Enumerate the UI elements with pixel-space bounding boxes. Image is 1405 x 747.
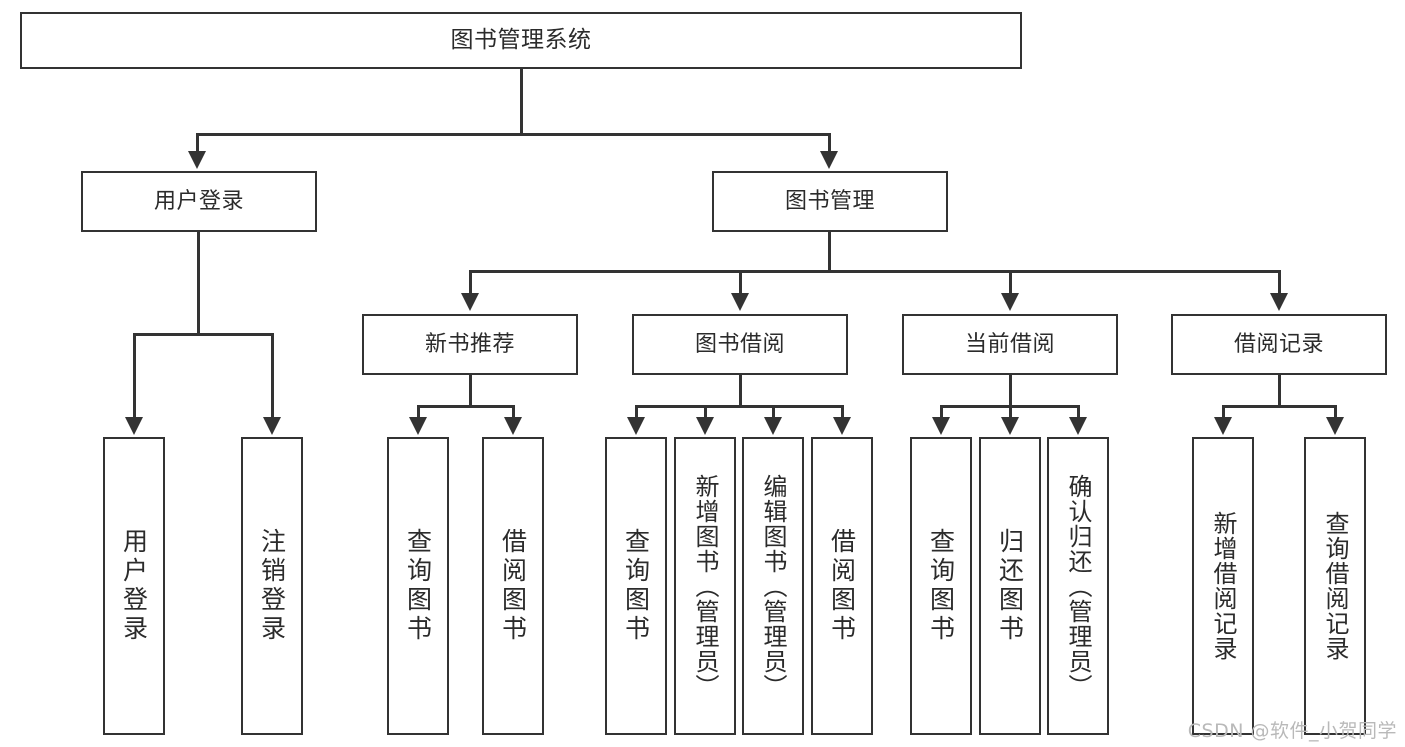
connector-new-book-bus xyxy=(417,405,515,408)
connector-book-mgmt-to-book-borrow xyxy=(739,270,742,295)
connector-book-borrow-to-leaf-1 xyxy=(635,405,638,419)
connector-root-bus xyxy=(196,133,830,136)
leaf-borrow-record-add-record[interactable]: 新增借阅记录 xyxy=(1192,437,1254,735)
arrowhead-root-to-book-mgmt xyxy=(820,151,838,169)
node-book-borrow[interactable]: 图书借阅 xyxy=(632,314,848,375)
connector-book-mgmt-stem xyxy=(828,232,831,273)
arrowhead-book-mgmt-book-borrow xyxy=(731,293,749,311)
leaf-book-borrow-borrow-book[interactable]: 借阅图书 xyxy=(811,437,873,735)
connector-root-stem xyxy=(520,69,523,135)
connector-borrow-record-to-leaf-2 xyxy=(1334,405,1337,419)
node-label: 注销登录 xyxy=(257,528,287,644)
connector-book-borrow-stem xyxy=(739,375,742,408)
node-label: 归还图书 xyxy=(995,528,1025,644)
node-label: 图书管理系统 xyxy=(450,27,592,54)
connector-user-login-to-leaf-2 xyxy=(271,333,274,419)
node-label: 查询图书 xyxy=(926,528,956,644)
connector-new-book-to-leaf-2 xyxy=(512,405,515,419)
connector-current-borrow-to-leaf-3 xyxy=(1077,405,1080,419)
connector-book-mgmt-to-current-borrow xyxy=(1009,270,1012,295)
arrowhead-current-borrow-leaf-3 xyxy=(1069,417,1087,435)
connector-new-book-stem xyxy=(469,375,472,408)
connector-root-to-book-mgmt xyxy=(828,133,831,153)
arrowhead-book-borrow-leaf-3 xyxy=(764,417,782,435)
node-new-book-recommend[interactable]: 新书推荐 xyxy=(362,314,578,375)
connector-book-mgmt-bus xyxy=(469,270,1278,273)
arrowhead-user-login-leaf-2 xyxy=(263,417,281,435)
leaf-current-borrow-confirm-return-admin[interactable]: 确认归还（管理员） xyxy=(1047,437,1109,735)
arrowhead-new-book-leaf-2 xyxy=(504,417,522,435)
connector-book-mgmt-to-new-book xyxy=(469,270,472,295)
arrowhead-book-mgmt-borrow-record xyxy=(1270,293,1288,311)
node-user-login[interactable]: 用户登录 xyxy=(81,171,317,232)
node-label: 借阅图书 xyxy=(827,528,857,644)
connector-book-mgmt-to-borrow-record xyxy=(1278,270,1281,295)
connector-book-borrow-to-leaf-2 xyxy=(704,405,707,419)
connector-user-login-bus xyxy=(133,333,273,336)
node-label: 编辑图书（管理员） xyxy=(759,473,787,699)
connector-current-borrow-to-leaf-1 xyxy=(940,405,943,419)
node-label: 图书管理 xyxy=(784,188,875,214)
node-label: 当前借阅 xyxy=(964,331,1055,357)
arrowhead-current-borrow-leaf-1 xyxy=(932,417,950,435)
connector-borrow-record-to-leaf-1 xyxy=(1222,405,1225,419)
leaf-user-login-login[interactable]: 用户登录 xyxy=(103,437,165,735)
arrowhead-book-mgmt-new-book xyxy=(461,293,479,311)
node-current-borrow[interactable]: 当前借阅 xyxy=(902,314,1118,375)
node-label: 查询图书 xyxy=(403,528,433,644)
arrowhead-new-book-leaf-1 xyxy=(409,417,427,435)
connector-borrow-record-bus xyxy=(1222,405,1337,408)
arrowhead-book-mgmt-current-borrow xyxy=(1001,293,1019,311)
leaf-book-borrow-query-book[interactable]: 查询图书 xyxy=(605,437,667,735)
node-borrow-record[interactable]: 借阅记录 xyxy=(1171,314,1387,375)
leaf-borrow-record-query-record[interactable]: 查询借阅记录 xyxy=(1304,437,1366,735)
node-label: 查询借阅记录 xyxy=(1321,511,1349,661)
node-label: 查询图书 xyxy=(621,528,651,644)
leaf-new-book-query-book[interactable]: 查询图书 xyxy=(387,437,449,735)
connector-root-to-user-login xyxy=(196,133,199,153)
arrowhead-book-borrow-leaf-2 xyxy=(696,417,714,435)
connector-user-login-to-leaf-1 xyxy=(133,333,136,419)
leaf-new-book-borrow-book[interactable]: 借阅图书 xyxy=(482,437,544,735)
connector-user-login-stem xyxy=(197,232,200,336)
connector-book-borrow-bus xyxy=(635,405,843,408)
leaf-book-borrow-add-book-admin[interactable]: 新增图书（管理员） xyxy=(674,437,736,735)
leaf-user-login-logout[interactable]: 注销登录 xyxy=(241,437,303,735)
connector-borrow-record-stem xyxy=(1278,375,1281,408)
node-book-management[interactable]: 图书管理 xyxy=(712,171,948,232)
node-label: 用户登录 xyxy=(153,188,244,214)
leaf-book-borrow-edit-book-admin[interactable]: 编辑图书（管理员） xyxy=(742,437,804,735)
node-label: 确认归还（管理员） xyxy=(1064,473,1092,699)
leaf-current-borrow-return-book[interactable]: 归还图书 xyxy=(979,437,1041,735)
connector-current-borrow-stem xyxy=(1009,375,1012,408)
connector-new-book-to-leaf-1 xyxy=(417,405,420,419)
node-label: 新增图书（管理员） xyxy=(691,473,719,699)
connector-book-borrow-to-leaf-3 xyxy=(772,405,775,419)
connector-current-borrow-to-leaf-2 xyxy=(1009,405,1012,419)
arrowhead-root-to-user-login xyxy=(188,151,206,169)
arrowhead-current-borrow-leaf-2 xyxy=(1001,417,1019,435)
arrowhead-book-borrow-leaf-4 xyxy=(833,417,851,435)
node-label: 借阅记录 xyxy=(1233,331,1324,357)
arrowhead-borrow-record-leaf-1 xyxy=(1214,417,1232,435)
arrowhead-borrow-record-leaf-2 xyxy=(1326,417,1344,435)
connector-book-borrow-to-leaf-4 xyxy=(841,405,844,419)
node-label: 图书借阅 xyxy=(694,331,785,357)
node-label: 新书推荐 xyxy=(424,331,515,357)
leaf-current-borrow-query-book[interactable]: 查询图书 xyxy=(910,437,972,735)
node-root-library-system[interactable]: 图书管理系统 xyxy=(20,12,1022,69)
node-label: 借阅图书 xyxy=(498,528,528,644)
arrowhead-book-borrow-leaf-1 xyxy=(627,417,645,435)
node-label: 用户登录 xyxy=(119,528,149,644)
node-label: 新增借阅记录 xyxy=(1209,511,1237,661)
arrowhead-user-login-leaf-1 xyxy=(125,417,143,435)
